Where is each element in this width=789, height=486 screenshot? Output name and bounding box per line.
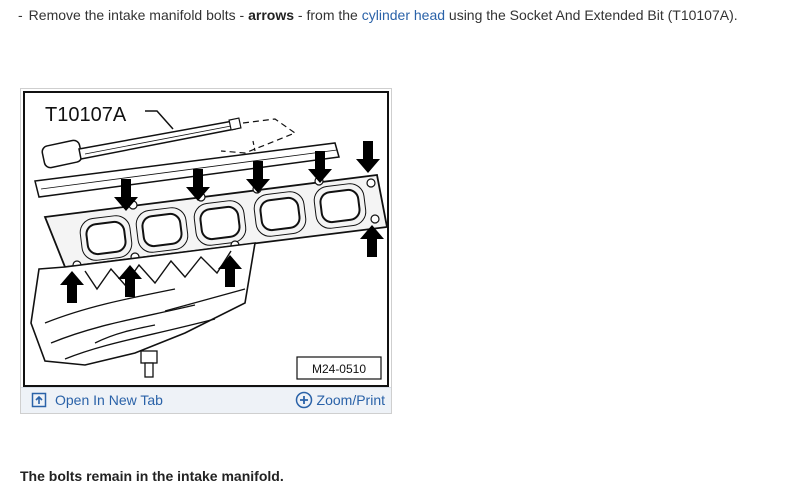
tool-label: T10107A bbox=[45, 104, 127, 126]
bolt-arrows bbox=[60, 141, 384, 303]
instruction-bold-arrows: arrows bbox=[248, 7, 295, 23]
open-in-new-tab-button[interactable]: Open In New Tab bbox=[31, 392, 163, 408]
bolts-note: The bolts remain in the intake manifold. bbox=[20, 468, 284, 484]
figure-card: T10107A bbox=[20, 88, 392, 414]
open-in-new-tab-label: Open In New Tab bbox=[55, 392, 163, 408]
instruction-text-middle: - from the bbox=[294, 7, 362, 23]
zoom-print-button[interactable]: Zoom/Print bbox=[295, 391, 385, 409]
instruction-text-before: Remove the intake manifold bolts - bbox=[28, 7, 249, 23]
cylinder-head-link[interactable]: cylinder head bbox=[361, 7, 446, 23]
figure-footer: Open In New Tab Zoom/Print bbox=[21, 387, 391, 413]
instruction-text-after: using the Socket And Extended Bit (T1010… bbox=[445, 7, 738, 23]
bullet-dash: - bbox=[18, 7, 23, 23]
figure-code: M24-0510 bbox=[312, 362, 366, 376]
zoom-print-label: Zoom/Print bbox=[316, 392, 385, 408]
intake-manifold-diagram: T10107A bbox=[30, 104, 387, 380]
open-external-icon bbox=[31, 392, 47, 408]
extended-bit-tool bbox=[41, 117, 242, 169]
zoom-plus-icon bbox=[295, 391, 312, 409]
figure-illustration[interactable]: T10107A bbox=[23, 91, 389, 387]
instruction-step: -Remove the intake manifold bolts - arro… bbox=[18, 6, 783, 24]
